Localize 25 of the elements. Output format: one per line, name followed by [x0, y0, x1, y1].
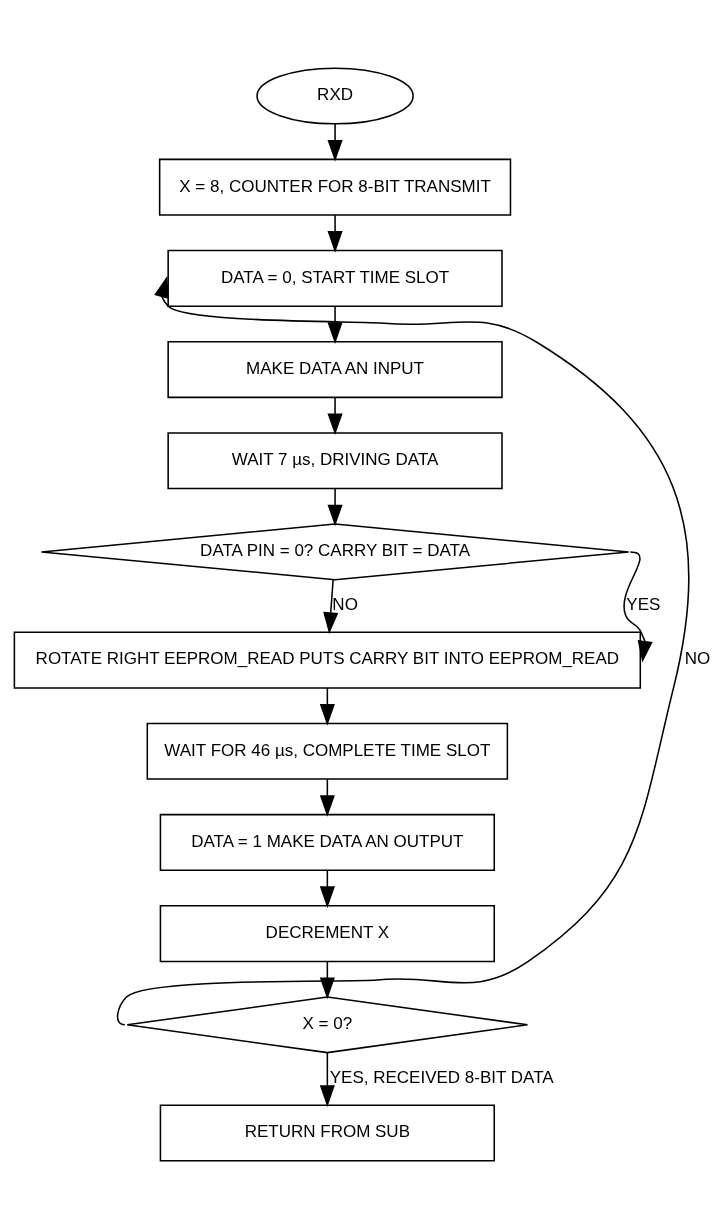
node-diamond: X = 0? — [126, 995, 529, 1053]
arrow — [327, 396, 343, 435]
node-box: DECREMENT X — [159, 904, 496, 962]
node-box: MAKE DATA AN INPUT — [167, 340, 503, 398]
node-box: X = 8, COUNTER FOR 8-BIT TRANSMIT — [158, 158, 512, 216]
arrow — [327, 213, 343, 253]
edge-label: YES — [626, 594, 661, 614]
arrow — [116, 275, 690, 1026]
arrow — [623, 550, 653, 662]
node-ellipse: RXD — [256, 66, 414, 125]
node-box: WAIT 7 µs, DRIVING DATA — [167, 431, 503, 489]
edge-label: YES, RECEIVED 8-BIT DATA — [329, 1067, 554, 1087]
node-box: DATA = 0, START TIME SLOT — [167, 249, 503, 307]
arrow — [319, 1051, 335, 1107]
edge-label: NO — [684, 648, 711, 668]
edge-label: NO — [332, 594, 358, 614]
node-box: RETURN FROM SUB — [159, 1103, 496, 1162]
node-box: DATA = 1 MAKE DATA AN OUTPUT — [159, 813, 496, 871]
arrow — [327, 305, 343, 344]
arrow — [327, 122, 343, 162]
node-box: WAIT FOR 46 µs, COMPLETE TIME SLOT — [146, 722, 509, 780]
arrow — [327, 487, 343, 526]
arrow — [323, 578, 339, 634]
node-diamond: DATA PIN = 0? CARRY BIT = DATA — [40, 522, 630, 580]
node-box: ROTATE RIGHT EEPROM_READ PUTS CARRY BIT INTO EEPROM_READ — [13, 631, 642, 689]
